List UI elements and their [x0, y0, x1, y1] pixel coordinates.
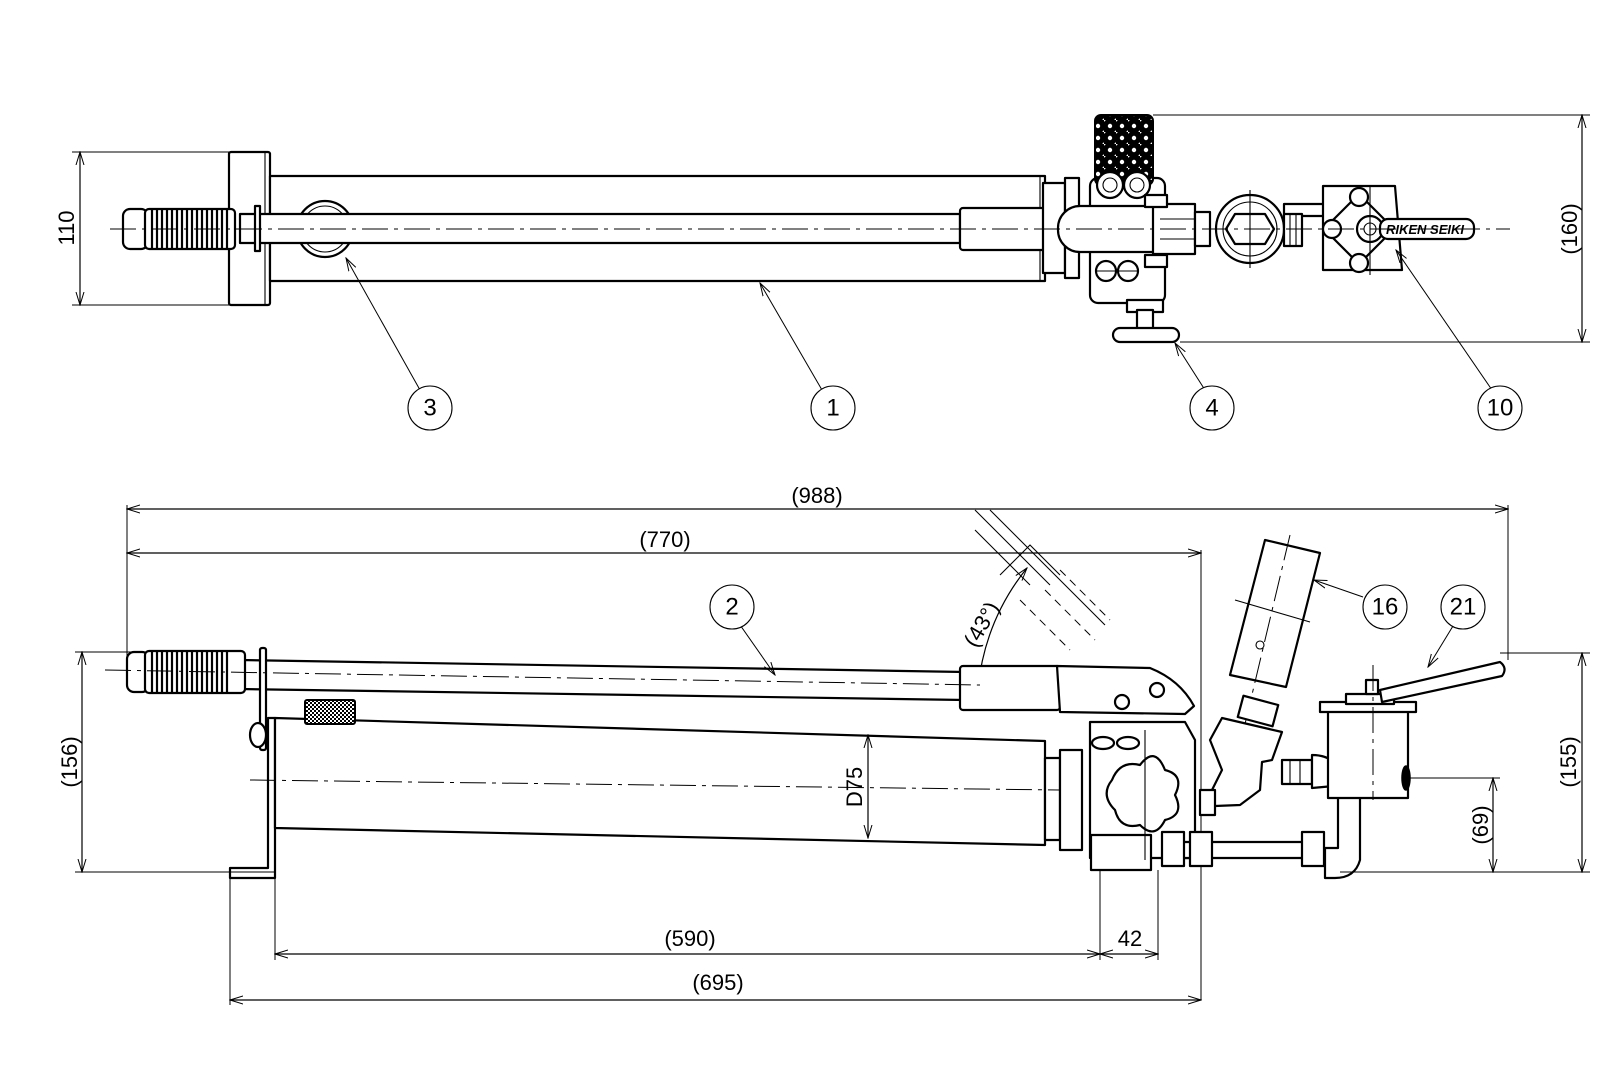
dim-label-160: (160) [1557, 203, 1582, 254]
filler-cap-side [304, 699, 356, 725]
dim-label-156: (156) [57, 736, 82, 787]
dim-label-42: 42 [1118, 926, 1142, 951]
dim-label-988: (988) [791, 483, 842, 508]
dim-label-695: (695) [692, 970, 743, 995]
dim-label-590: (590) [664, 926, 715, 951]
pipework-side [1160, 753, 1362, 880]
dimension-height-156: (156) [57, 652, 275, 872]
balloon-label-16: 16 [1372, 594, 1399, 621]
pressure-gauge-side [1198, 534, 1322, 817]
balloon-label-21: 21 [1450, 594, 1477, 621]
dimension-overall-988: (988) [127, 483, 1508, 660]
dimension-base-695: (695) [230, 878, 1201, 1005]
balloon-label-4: 4 [1205, 395, 1218, 422]
side-view: (988) (770) (43°) [57, 483, 1590, 1005]
ball-valve-side [1318, 660, 1506, 800]
dim-label-110: 110 [54, 210, 79, 245]
balloon-label-10: 10 [1487, 395, 1514, 422]
balloon-label-1: 1 [826, 395, 839, 422]
balloon-label-2: 2 [725, 594, 738, 621]
balloon-2: 2 [709, 584, 775, 675]
dimension-tank-590: (590) 42 [275, 830, 1158, 960]
top-view: 1 10 [54, 114, 1590, 431]
lever-raised-phantom: (43°) [959, 509, 1111, 688]
dim-label-155: (155) [1556, 736, 1581, 787]
release-valve-handle-top [1111, 298, 1181, 344]
balloon-4: 4 [1175, 343, 1235, 431]
balloon-16: 16 [1314, 580, 1408, 630]
balloon-label-3: 3 [423, 395, 436, 422]
pump-head-top [1041, 114, 1197, 305]
dim-label-43deg: (43°) [959, 597, 1005, 651]
dimension-height-160: (160) [1153, 115, 1590, 342]
balloon-1: 1 [760, 283, 856, 431]
tank-body-side [249, 699, 1062, 847]
pump-head-side [1055, 664, 1197, 872]
dimension-outlet-69: (69) [1408, 778, 1500, 872]
dimension-width-110: 110 [54, 152, 232, 305]
balloon-21: 21 [1428, 584, 1486, 667]
dimension-height-155: (155) [1340, 653, 1590, 872]
balloon-10: 10 [1396, 250, 1523, 431]
dim-label-d75: D75 [842, 767, 867, 807]
balloon-3: 3 [346, 258, 453, 431]
dim-label-770: (770) [639, 527, 690, 552]
lever-grip-side [104, 649, 981, 695]
dim-label-69: (69) [1468, 805, 1493, 844]
dimension-tank-d75: D75 [842, 735, 868, 838]
